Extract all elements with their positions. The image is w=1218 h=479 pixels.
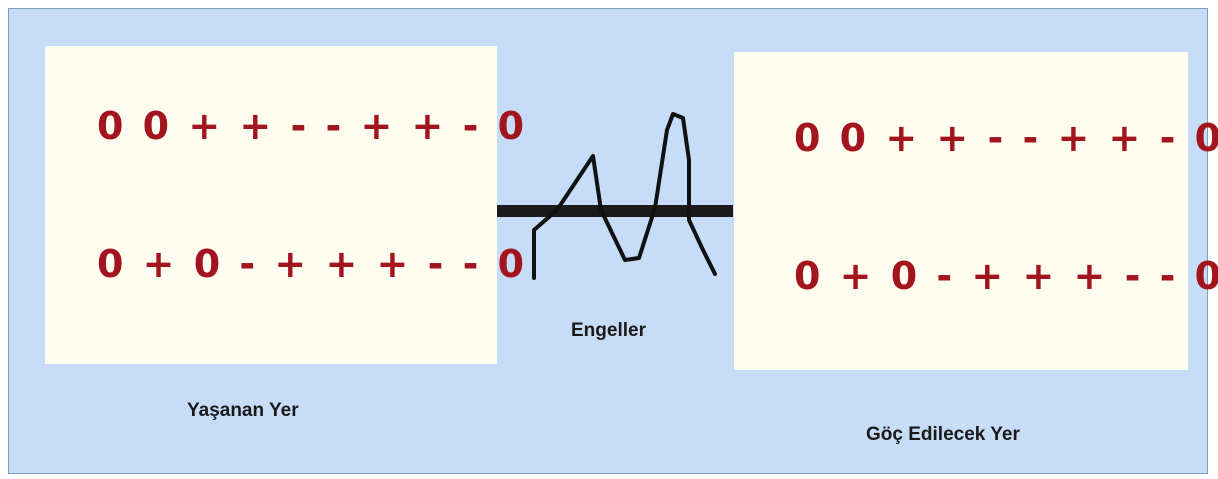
source-caption: Yaşanan Yer (187, 400, 299, 421)
source-sequence-2: 0 + 0 - + + + - - 0 (97, 242, 528, 286)
barrier-graphic (497, 112, 733, 280)
destination-caption: Göç Edilecek Yer (866, 424, 1020, 445)
destination-sequence-1: 0 0 + + - - + + - 0 (794, 116, 1218, 160)
barrier-caption: Engeller (571, 320, 646, 341)
source-panel: 0 0 + + - - + + - 0 0 + 0 - + + + - - 0 (45, 46, 524, 364)
destination-panel: 0 0 + + - - + + - 0 0 + 0 - + + + - - 0 (734, 52, 1218, 370)
barrier-scribble (532, 112, 717, 280)
destination-sequence-2: 0 + 0 - + + + - - 0 (794, 254, 1218, 298)
barrier-bar (497, 205, 733, 217)
source-sequence-1: 0 0 + + - - + + - 0 (97, 104, 528, 148)
